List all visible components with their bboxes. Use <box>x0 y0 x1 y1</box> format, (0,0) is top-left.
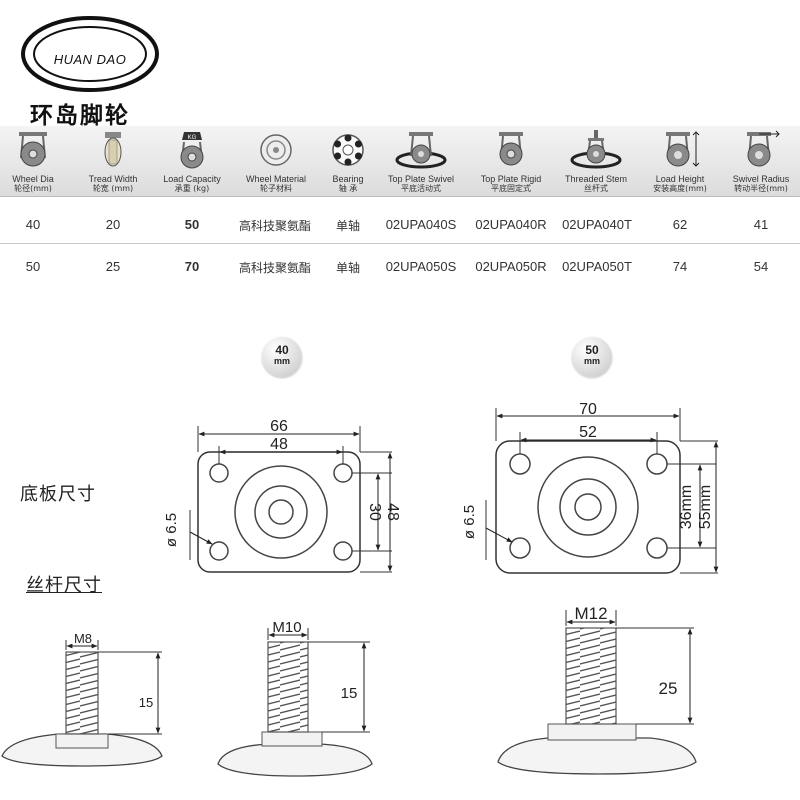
header-load-height: Load Height 安装高度(mm) <box>640 126 720 196</box>
header-cn: 安装高度(mm) <box>653 184 707 193</box>
plate40-outer-width: 66 <box>270 418 288 435</box>
wheel-material-icon <box>260 134 292 166</box>
bearing-icon <box>332 134 364 166</box>
header-cn: 平底活动式 <box>401 184 441 193</box>
plate-40mm-drawing: 66 48 48 30 ø 6.5 <box>163 418 401 573</box>
size-badge-50mm: 50 mm <box>572 337 612 377</box>
badge-size: 40 <box>275 343 289 357</box>
header-swivel-radius: Swivel Radius 转动半径(mm) <box>722 126 800 196</box>
stem-size-label: 丝杆尺寸 <box>26 575 102 596</box>
header-cn: 轴 承 <box>338 184 358 193</box>
plate40-hole-height: 30 <box>366 503 383 521</box>
cell-threaded-model: 02UPA040T <box>562 217 632 232</box>
plate40-hole-dia: ø 6.5 <box>163 513 180 547</box>
header-tread-width: Tread Width 轮宽 (mm) <box>74 126 152 196</box>
cell-rigid-model: 02UPA050R <box>475 259 547 274</box>
plate-size-label: 底板尺寸 <box>20 484 96 505</box>
swivel-caster-icon <box>395 132 447 169</box>
header-en: Load Height <box>655 174 705 184</box>
cell-wheel-dia: 40 <box>25 217 41 232</box>
badge-unit: mm <box>273 356 290 366</box>
header-top-plate-rigid: Top Plate Rigid 平底固定式 <box>470 126 552 196</box>
plate50-hole-width: 52 <box>579 424 597 441</box>
header-cn: 转动半径(mm) <box>734 184 788 193</box>
stem-m10-drawing: M10 15 <box>217 619 373 777</box>
header-cn: 承重 (kg) <box>174 184 210 193</box>
brand-name-en: HUAN DAO <box>53 52 127 67</box>
stem-m8-drawing: M8 15 <box>1 631 163 767</box>
wheel-front-icon <box>19 132 47 167</box>
header-en: Threaded Stem <box>564 174 628 184</box>
stem-m8-length: 15 <box>139 695 153 710</box>
spec-table-header: Wheel Dia 轮径(mm) Tread Width 轮宽 (mm) KG … <box>0 126 800 197</box>
header-cn: 轮子材料 <box>260 184 292 193</box>
brand-logo: HUAN DAO 环岛脚轮 <box>20 14 165 129</box>
swivel-radius-icon <box>747 130 780 167</box>
brand-name-cn: 环岛脚轮 <box>30 103 130 129</box>
cell-bearing: 单轴 <box>335 261 360 275</box>
header-en: Wheel Material <box>245 174 307 184</box>
plate50-outer-width: 70 <box>579 401 597 418</box>
cell-wheel-dia: 50 <box>25 259 41 274</box>
table-row: 40 20 50 高科技聚氨酯 单轴 02UPA040S 02UPA040R 0… <box>0 209 800 244</box>
stem-m10-length: 15 <box>341 685 358 702</box>
header-en: Top Plate Swivel <box>387 174 455 184</box>
cell-swivel-model: 02UPA040S <box>385 217 457 232</box>
svg-text:KG: KG <box>188 135 197 141</box>
cell-threaded-model: 02UPA050T <box>562 259 632 274</box>
header-cn: 平底固定式 <box>491 184 531 193</box>
header-wheel-dia: Wheel Dia 轮径(mm) <box>6 126 60 196</box>
cell-swivel-radius: 41 <box>753 217 769 232</box>
rigid-caster-icon <box>499 132 523 166</box>
cell-wheel-material: 高科技聚氨酯 <box>238 261 311 275</box>
load-height-icon <box>666 131 700 167</box>
header-cn: 轮径(mm) <box>14 184 52 193</box>
cell-swivel-model: 02UPA050S <box>385 259 457 274</box>
cell-load-height: 74 <box>672 259 688 274</box>
plate50-hole-height: 36mm <box>678 485 695 529</box>
cell-load-height: 62 <box>672 217 688 232</box>
plate-50mm-drawing: 70 52 36mm 55mm ø 6.5 <box>461 401 719 574</box>
plate40-outer-height: 48 <box>384 503 401 521</box>
cell-bearing: 单轴 <box>335 219 360 233</box>
header-en: Swivel Radius <box>732 174 790 184</box>
plate40-hole-width: 48 <box>270 436 288 453</box>
cell-tread-width: 20 <box>105 217 121 232</box>
table-row: 50 25 70 高科技聚氨酯 单轴 02UPA050S 02UPA050R 0… <box>0 251 800 285</box>
stem-m10-thread: M10 <box>272 619 301 636</box>
stem-m8-thread: M8 <box>74 631 92 646</box>
header-en: Load Capacity <box>163 174 221 184</box>
badge-unit: mm <box>583 356 600 366</box>
cell-swivel-radius: 54 <box>753 259 769 274</box>
header-bearing: Bearing 轴 承 <box>322 126 374 196</box>
plate50-outer-height: 55mm <box>697 485 714 529</box>
header-load-capacity: KG Load Capacity 承重 (kg) <box>150 126 234 196</box>
load-weight-icon: KG <box>180 132 204 169</box>
header-top-plate-swivel: Top Plate Swivel 平底活动式 <box>380 126 462 196</box>
header-en: Wheel Dia <box>12 174 54 184</box>
header-threaded-stem: Threaded Stem 丝杆式 <box>554 126 638 196</box>
size-badge-40mm: 40 mm <box>262 337 302 377</box>
cell-load-capacity: 70 <box>184 259 200 274</box>
stem-m12-length: 25 <box>659 679 678 698</box>
header-en: Top Plate Rigid <box>480 174 542 184</box>
cell-load-capacity: 50 <box>184 217 200 232</box>
plate50-hole-dia: ø 6.5 <box>461 505 478 539</box>
header-en: Bearing <box>332 174 364 184</box>
cell-rigid-model: 02UPA040R <box>475 217 547 232</box>
header-en: Tread Width <box>88 174 138 184</box>
stem-m12-thread: M12 <box>574 604 607 623</box>
cell-tread-width: 25 <box>105 259 121 274</box>
badge-size: 50 <box>585 343 599 357</box>
threaded-stem-caster-icon <box>570 130 622 169</box>
header-wheel-material: Wheel Material 轮子材料 <box>234 126 318 196</box>
cell-wheel-material: 高科技聚氨酯 <box>238 219 311 233</box>
stem-m12-drawing: M12 25 <box>497 604 697 775</box>
header-cn: 丝杆式 <box>584 184 608 193</box>
header-cn: 轮宽 (mm) <box>92 184 134 193</box>
logo-ellipse-icon <box>21 16 159 92</box>
wheel-side-icon <box>104 132 122 167</box>
